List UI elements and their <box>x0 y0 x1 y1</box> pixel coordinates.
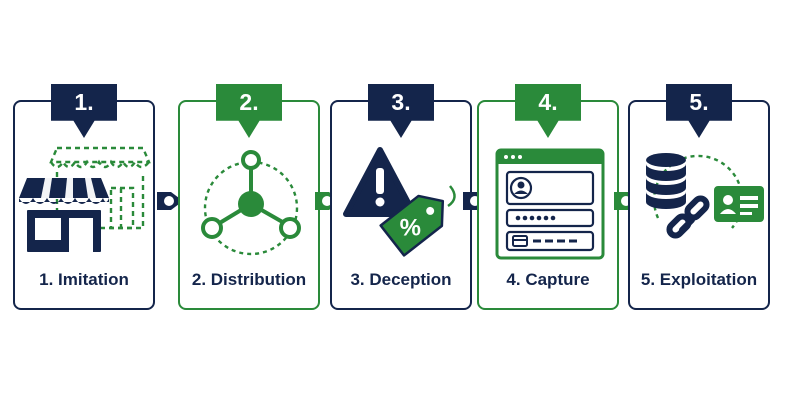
step-label: 2. Distribution <box>191 270 307 289</box>
step-label: 4. Capture <box>506 270 590 289</box>
login-form-window-icon <box>479 140 617 262</box>
step-number-badge: 2. <box>216 84 282 138</box>
step-number-badge: 5. <box>666 84 732 138</box>
step-label: 1. Imitation <box>39 270 129 289</box>
step-number-badge: 1. <box>51 84 117 138</box>
step-imitation: 1. 1. Imi <box>13 84 155 310</box>
warning-price-tag-icon: % <box>332 140 470 262</box>
step-capture: 4. 4. Capture <box>477 84 619 310</box>
step-label: 5. Exploitation <box>640 270 758 289</box>
step-label: 3. Deception <box>350 270 452 289</box>
network-nodes-icon <box>180 140 318 262</box>
database-link-id-card-icon <box>630 140 768 262</box>
step-exploitation: 5. 5. Exploitation <box>628 84 770 310</box>
svg-text:%: % <box>400 215 421 242</box>
step-number-badge: 4. <box>515 84 581 138</box>
step-deception: 3. % 3. Deception <box>330 84 472 310</box>
storefront-icon <box>15 140 153 262</box>
step-number-badge: 3. <box>368 84 434 138</box>
connector-arrow-icon <box>155 186 185 216</box>
step-distribution: 2. 2. Distribution <box>178 84 320 310</box>
